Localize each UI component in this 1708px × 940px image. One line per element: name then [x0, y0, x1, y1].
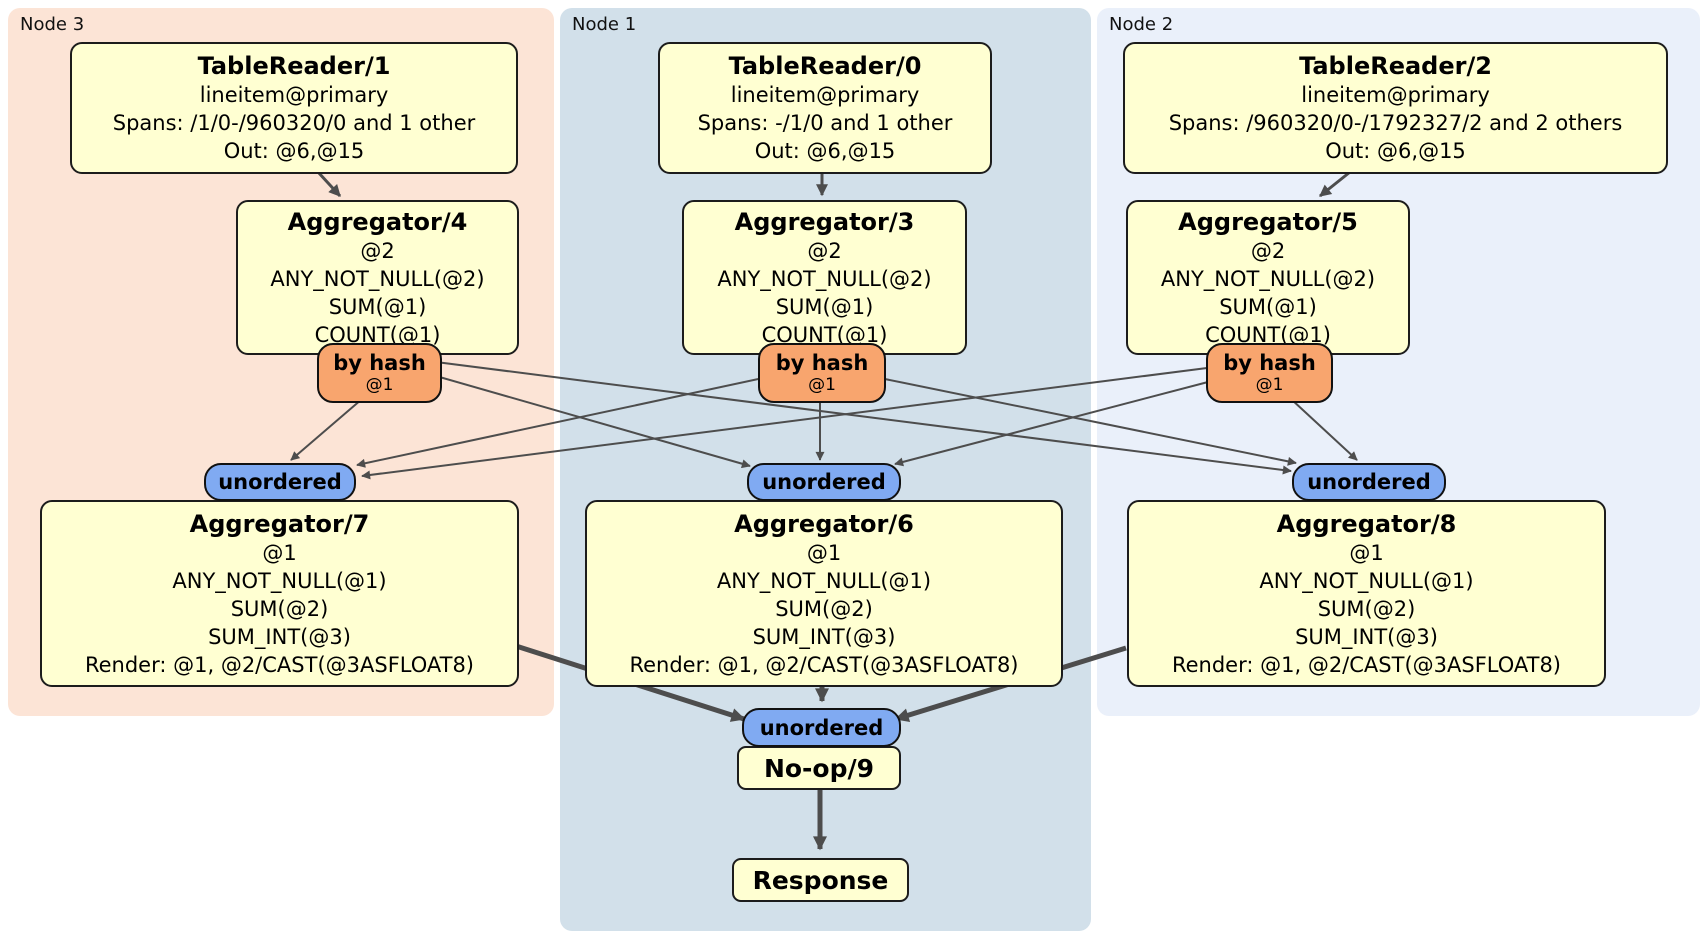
aggregator-6-render: Render: @1, @2/CAST(@3ASFLOAT8)	[629, 652, 1019, 677]
tablereader-2-spans: Spans: /960320/0-/1792327/2 and 2 others	[1168, 111, 1623, 135]
aggregator-8-fn3: SUM_INT(@3)	[1295, 624, 1438, 649]
unordered-sync-center-label: unordered	[762, 470, 886, 494]
aggregator-4-title: Aggregator/4	[287, 207, 468, 236]
response-box: Response	[732, 858, 909, 902]
aggregator-7-render: Render: @1, @2/CAST(@3ASFLOAT8)	[84, 652, 475, 677]
tablereader-2-out: Out: @6,@15	[1325, 139, 1466, 163]
aggregator-5-group: @2	[1250, 238, 1286, 263]
node3-label: Node 3	[20, 14, 85, 35]
hash-router-right: by hash @1	[1206, 343, 1333, 403]
unordered-sync-left-label: unordered	[218, 470, 342, 494]
aggregator-5-fn1: ANY_NOT_NULL(@2)	[1160, 266, 1376, 291]
unordered-sync-right-label: unordered	[1307, 470, 1431, 494]
tablereader-1-title: TableReader/1	[197, 52, 391, 80]
aggregator-6-group: @1	[806, 540, 842, 565]
tablereader-2-title: TableReader/2	[1299, 52, 1492, 80]
hash-router-right-label: by hash	[1223, 351, 1316, 375]
tablereader-0-box: TableReader/0 lineitem@primary Spans: -/…	[658, 42, 992, 174]
aggregator-3-fn2: SUM(@1)	[775, 294, 874, 319]
response-title: Response	[752, 865, 889, 895]
aggregator-3-fn3: COUNT(@1)	[761, 322, 888, 347]
tablereader-0-out: Out: @6,@15	[754, 139, 896, 163]
aggregator-8-fn1: ANY_NOT_NULL(@1)	[1259, 568, 1474, 593]
tablereader-0-index: lineitem@primary	[730, 83, 920, 107]
aggregator-7-fn2: SUM(@2)	[230, 596, 329, 621]
aggregator-4-fn1: ANY_NOT_NULL(@2)	[270, 266, 485, 291]
tablereader-2-index: lineitem@primary	[1301, 83, 1490, 107]
hash-router-left-label: by hash	[333, 351, 426, 375]
aggregator-5-fn2: SUM(@1)	[1219, 294, 1317, 319]
tablereader-1-index: lineitem@primary	[199, 83, 389, 107]
aggregator-7-fn3: SUM_INT(@3)	[208, 624, 351, 649]
aggregator-5-fn3: COUNT(@1)	[1205, 322, 1331, 347]
aggregator-3-title: Aggregator/3	[734, 207, 915, 236]
hash-router-left-detail: @1	[365, 375, 394, 395]
aggregator-8-box: Aggregator/8 @1 ANY_NOT_NULL(@1) SUM(@2)…	[1127, 500, 1606, 687]
node1-label: Node 1	[572, 14, 637, 35]
hash-router-center: by hash @1	[758, 343, 886, 403]
aggregator-4-fn2: SUM(@1)	[328, 294, 427, 319]
unordered-sync-right: unordered	[1292, 463, 1446, 501]
hash-router-left: by hash @1	[317, 343, 442, 403]
unordered-sync-final: unordered	[742, 708, 901, 747]
noop-box: No-op/9	[737, 746, 901, 790]
tablereader-0-spans: Spans: -/1/0 and 1 other	[697, 111, 953, 135]
hash-router-center-label: by hash	[775, 351, 869, 375]
unordered-sync-left: unordered	[204, 463, 356, 501]
hash-router-center-detail: @1	[808, 375, 836, 395]
unordered-sync-final-label: unordered	[759, 715, 884, 740]
node2-label: Node 2	[1109, 14, 1174, 35]
tablereader-0-title: TableReader/0	[728, 52, 922, 80]
tablereader-2-box: TableReader/2 lineitem@primary Spans: /9…	[1123, 42, 1668, 174]
noop-title: No-op/9	[763, 753, 875, 783]
aggregator-3-fn1: ANY_NOT_NULL(@2)	[717, 266, 932, 291]
aggregator-8-fn2: SUM(@2)	[1317, 596, 1416, 621]
aggregator-7-fn1: ANY_NOT_NULL(@1)	[172, 568, 387, 593]
tablereader-1-out: Out: @6,@15	[223, 139, 365, 163]
aggregator-6-box: Aggregator/6 @1 ANY_NOT_NULL(@1) SUM(@2)…	[585, 500, 1063, 687]
aggregator-5-title: Aggregator/5	[1178, 207, 1358, 236]
aggregator-5-box: Aggregator/5 @2 ANY_NOT_NULL(@2) SUM(@1)…	[1126, 200, 1410, 355]
aggregator-7-box: Aggregator/7 @1 ANY_NOT_NULL(@1) SUM(@2)…	[40, 500, 519, 687]
aggregator-7-title: Aggregator/7	[189, 509, 370, 538]
aggregator-4-fn3: COUNT(@1)	[314, 322, 441, 347]
aggregator-3-box: Aggregator/3 @2 ANY_NOT_NULL(@2) SUM(@1)…	[682, 200, 967, 355]
unordered-sync-center: unordered	[747, 463, 901, 501]
aggregator-3-group: @2	[807, 238, 842, 263]
aggregator-8-title: Aggregator/8	[1276, 509, 1457, 538]
aggregator-8-group: @1	[1349, 540, 1384, 565]
aggregator-6-fn2: SUM(@2)	[775, 596, 873, 621]
tablereader-1-box: TableReader/1 lineitem@primary Spans: /1…	[70, 42, 518, 174]
aggregator-8-render: Render: @1, @2/CAST(@3ASFLOAT8)	[1171, 652, 1562, 677]
aggregator-4-group: @2	[360, 238, 395, 263]
aggregator-6-title: Aggregator/6	[734, 509, 914, 538]
hash-router-right-detail: @1	[1255, 375, 1284, 395]
aggregator-6-fn3: SUM_INT(@3)	[752, 624, 896, 649]
tablereader-1-spans: Spans: /1/0-/960320/0 and 1 other	[112, 111, 476, 135]
aggregator-6-fn1: ANY_NOT_NULL(@1)	[716, 568, 932, 593]
aggregator-7-group: @1	[262, 540, 297, 565]
aggregator-4-box: Aggregator/4 @2 ANY_NOT_NULL(@2) SUM(@1)…	[236, 200, 519, 355]
